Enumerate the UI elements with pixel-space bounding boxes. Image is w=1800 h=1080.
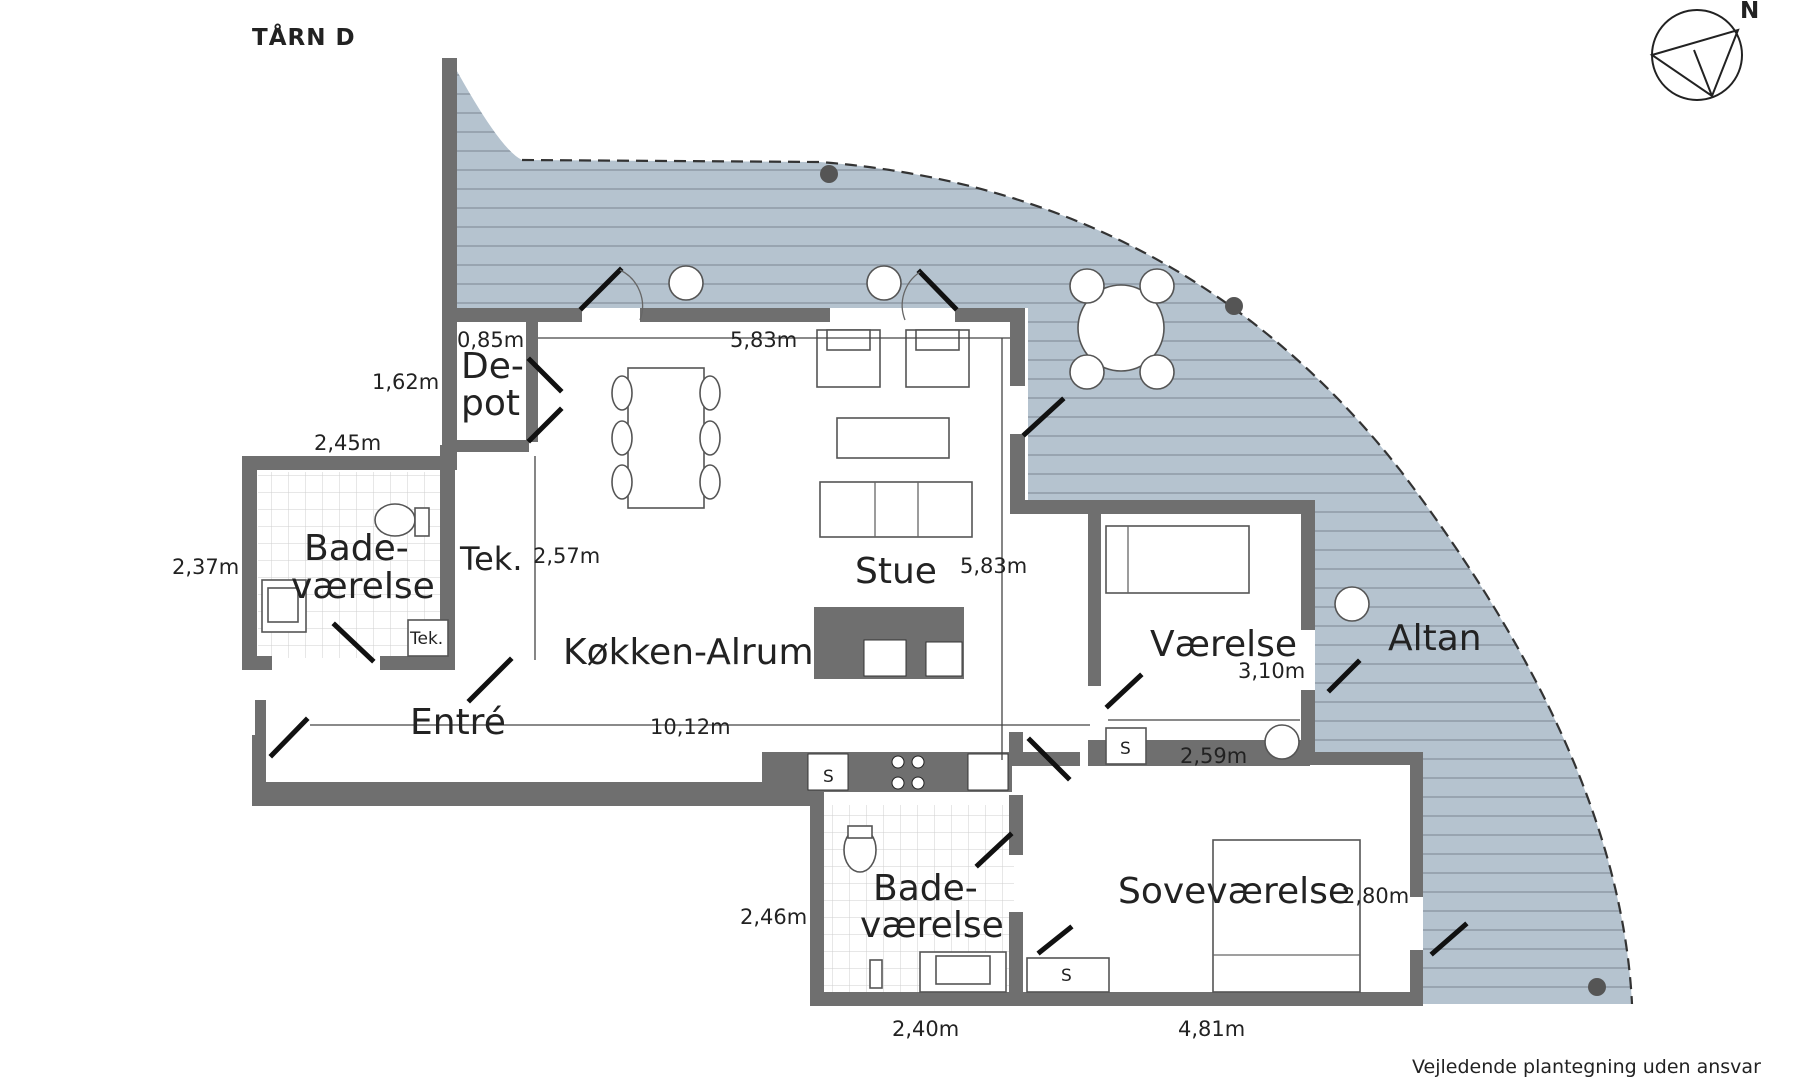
balcony-furniture [668, 265, 1370, 622]
tower-label: TÅRN D [252, 23, 356, 51]
dim-bath-bottom-depth: 2,46m [740, 905, 807, 929]
room-label-stue: Stue [855, 551, 937, 592]
room-label-bath-bottom-1: Bade- [873, 868, 978, 909]
room-label-depot-1: De- [461, 346, 524, 387]
dim-bedroom-depth: 2,80m [1342, 884, 1409, 908]
compass-icon [1649, 9, 1743, 101]
dim-vaerelse-depth: 3,10m [1238, 659, 1305, 683]
dim-vaerelse-width: 2,59m [1180, 744, 1247, 768]
north-label: N [1740, 0, 1760, 24]
bedroom-furniture [1026, 525, 1361, 993]
doors [268, 266, 1469, 957]
room-label-bedroom: Soveværelse [1118, 871, 1350, 912]
room-label-tek-small: Tek. [409, 629, 443, 649]
room-label-tek: Tek. [459, 540, 523, 578]
sink-label-vaerelse: S [1120, 739, 1131, 759]
room-label-altan: Altan [1388, 618, 1482, 659]
walls [242, 58, 1423, 1006]
dim-stue-depth: 5,83m [960, 554, 1027, 578]
room-label-bath-top-1: Bade- [304, 528, 409, 569]
room-label-bath-bottom-2: værelse [860, 905, 1004, 946]
room-label-depot-2: pot [461, 383, 520, 424]
dim-stue-width: 5,83m [730, 328, 797, 352]
room-label-entre: Entré [410, 702, 506, 743]
sink-label-bedroom: S [1061, 966, 1072, 986]
bath-top-fixtures [261, 503, 449, 657]
room-label-bath-top-2: værelse [291, 566, 435, 607]
dim-bath-top-width: 2,45m [314, 431, 381, 455]
dim-depot-depth: 1,62m [372, 370, 439, 394]
dim-bath-top-depth: 2,37m [172, 555, 239, 579]
dim-kitchen-depth: 2,57m [533, 544, 600, 568]
dimension-lines [310, 337, 1300, 760]
disclaimer: Vejledende plantegning uden ansvar [1412, 1056, 1761, 1078]
dim-bedroom-width: 4,81m [1178, 1017, 1245, 1041]
dim-total-length: 10,12m [650, 715, 731, 739]
balcony-deck [452, 62, 1634, 1005]
room-label-kitchen: Køkken-Alrum [563, 632, 814, 673]
living-furniture [611, 329, 1012, 792]
room-label-vaerelse: Værelse [1150, 624, 1297, 665]
dim-depot-width: 0,85m [457, 328, 524, 352]
sink-label-kitchen: S [823, 767, 834, 787]
dim-bath-bottom-width: 2,40m [892, 1017, 959, 1041]
bath-bottom-fixtures [843, 825, 1007, 993]
